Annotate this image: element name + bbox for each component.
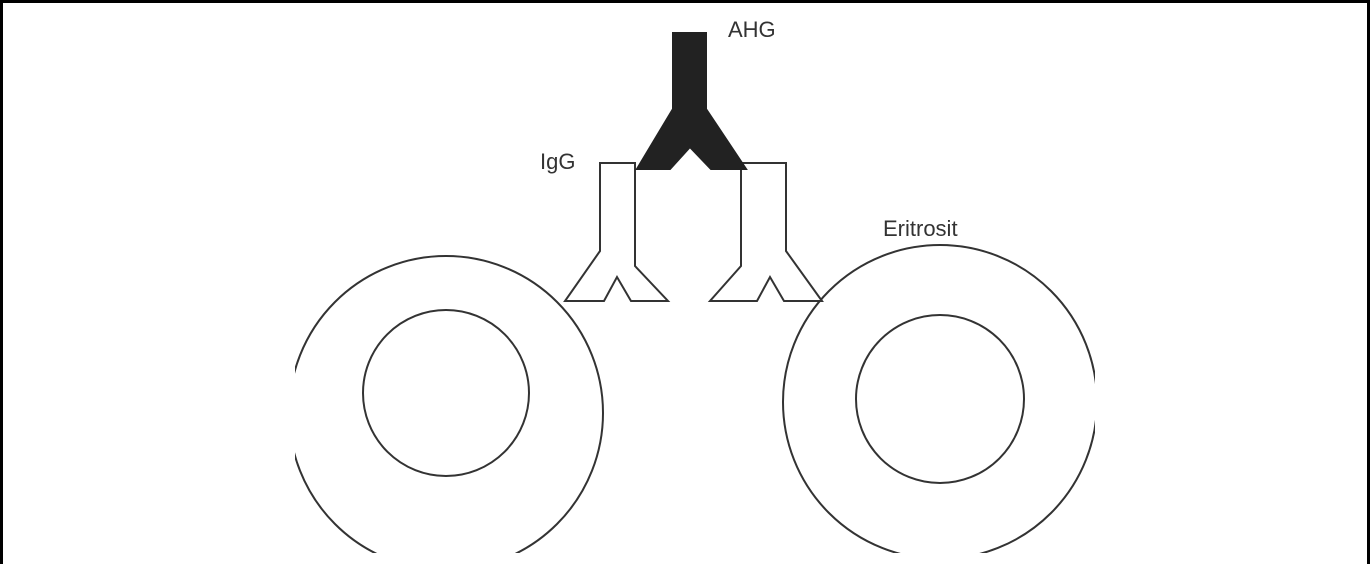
diagram-canvas [295, 13, 1095, 553]
right-erythrocyte-outer [783, 245, 1095, 553]
right-erythrocyte-inner [856, 315, 1024, 483]
right-erythrocyte [783, 245, 1095, 553]
ahg-antibody [637, 33, 746, 169]
left-igg-antibody [565, 163, 668, 301]
right-igg-antibody [710, 163, 822, 301]
left-erythrocyte-outer [295, 256, 603, 553]
eritrosit-label: Eritrosit [883, 218, 958, 240]
antiglobulin-diagram: AHG IgG Eritrosit [295, 13, 1095, 553]
left-erythrocyte [295, 256, 603, 553]
left-erythrocyte-inner [363, 310, 529, 476]
igg-label: IgG [540, 151, 575, 173]
ahg-label: AHG [728, 19, 776, 41]
